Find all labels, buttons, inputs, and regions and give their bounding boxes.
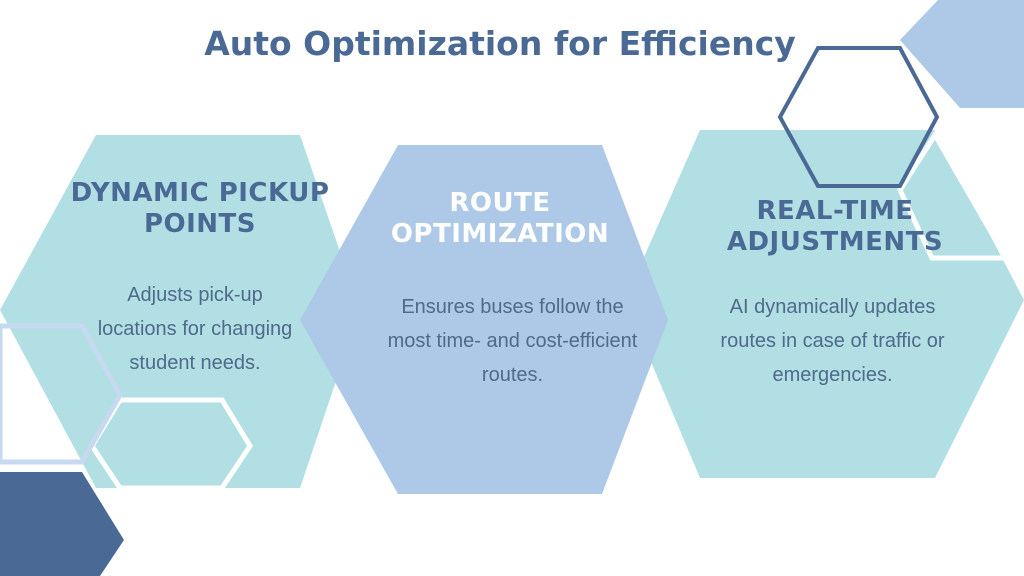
card-2-title: ROUTE OPTIMIZATION (390, 188, 610, 249)
card-1-body: Adjusts pick-up locations for changing s… (97, 284, 293, 374)
card-1-title: DYNAMIC PICKUP POINTS (70, 178, 330, 239)
decor-hexagon-bottom-left (0, 472, 124, 576)
decor-hexagon-outline-left (0, 323, 123, 465)
decor-hexagon-outline-right-white (897, 130, 1011, 261)
hexagon-card-1 (0, 135, 360, 488)
decor-hexagon-top-right (900, 0, 1024, 108)
decor-hexagon-outline-navy (777, 46, 940, 188)
card-2-body: Ensures buses follow the most time- and … (387, 296, 638, 386)
card-3-body: AI dynamically updates routes in case of… (720, 296, 945, 386)
page-title: Auto Optimization for Efficiency (204, 24, 796, 63)
hexagon-card-2 (300, 145, 668, 494)
card-3-title: REAL-TIME ADJUSTMENTS (726, 196, 944, 257)
hexagon-card-3 (625, 130, 1024, 478)
